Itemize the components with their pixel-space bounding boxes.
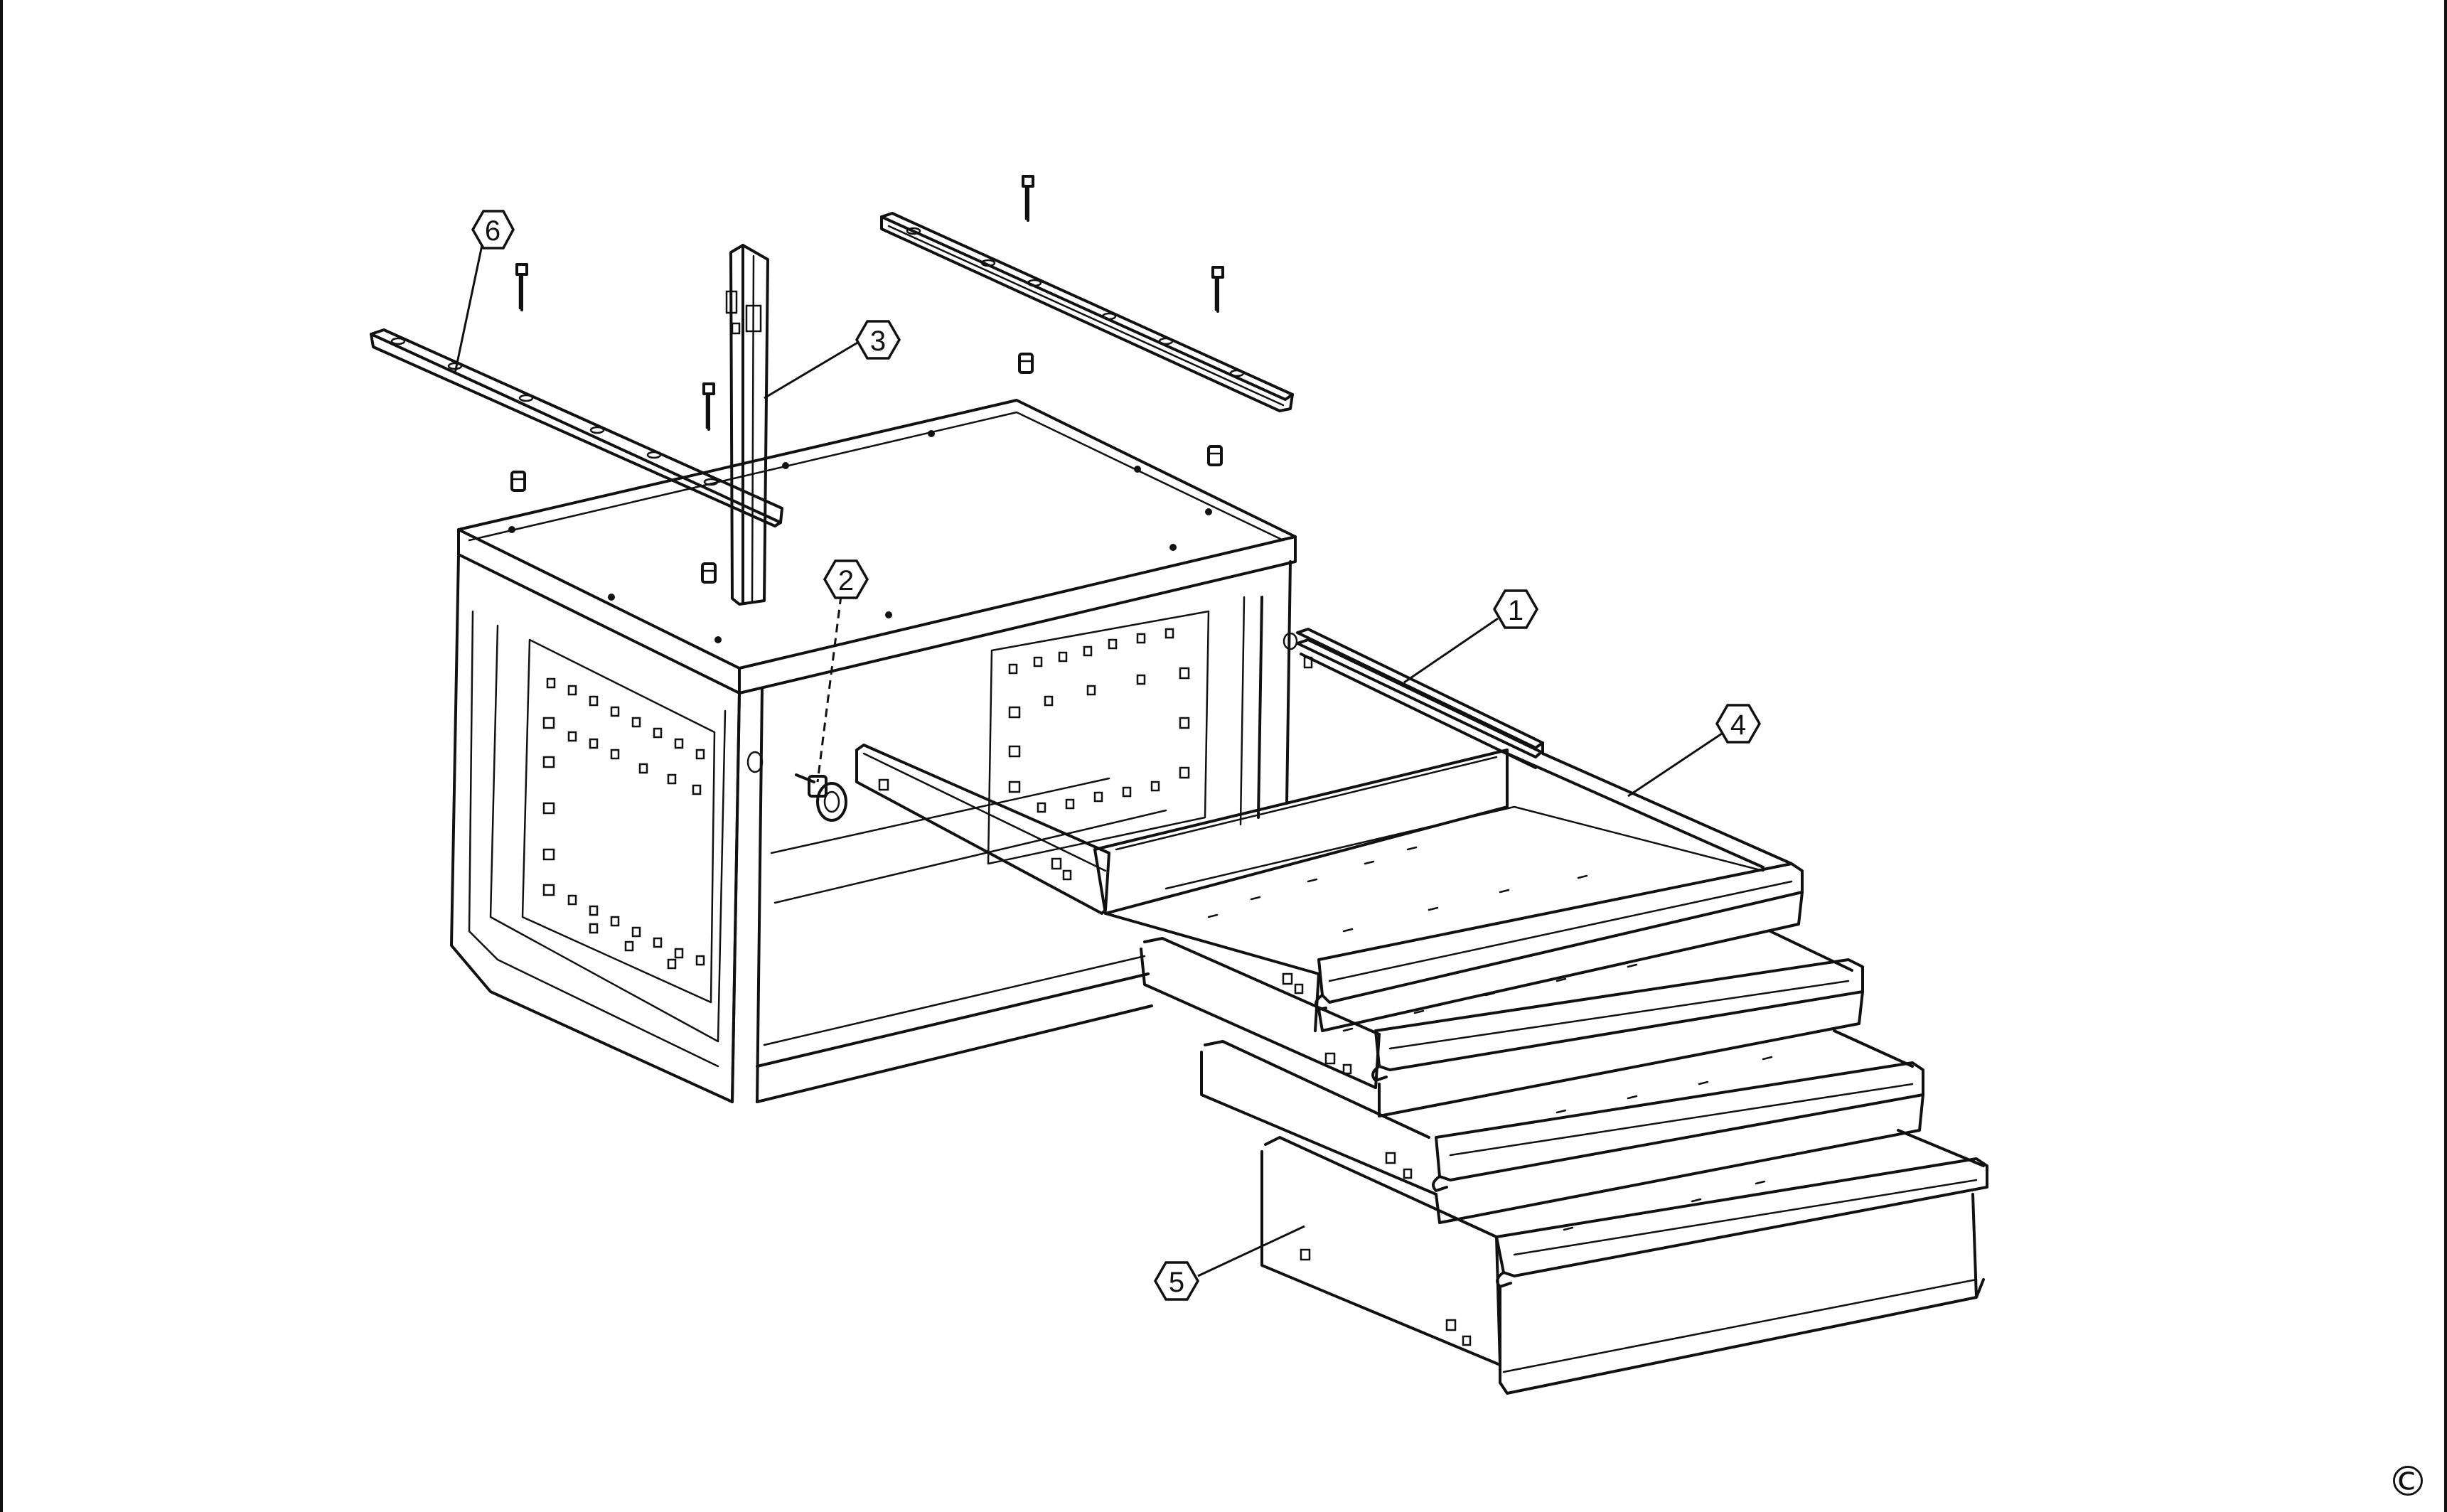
- callout-2: 2: [823, 559, 869, 599]
- top-rail-right: [880, 212, 1294, 412]
- callout-4: 4: [1715, 704, 1762, 744]
- drawer-second: [1140, 930, 1864, 1117]
- nut: [1018, 353, 1034, 374]
- drawer-top: [855, 741, 1804, 1032]
- copyright-mark: ©: [2387, 1457, 2429, 1506]
- vertical-post: [725, 244, 769, 606]
- screw: [1022, 175, 1034, 222]
- callout-1-label: 1: [1508, 595, 1524, 626]
- callout-6: 6: [471, 210, 515, 250]
- callout-6-label: 6: [485, 215, 500, 247]
- callout-1: 1: [1492, 589, 1539, 629]
- callout-5-label: 5: [1169, 1267, 1184, 1298]
- callout-2-label: 2: [838, 565, 854, 596]
- screws-and-nuts: [510, 175, 1224, 584]
- top-rail-left: [370, 328, 783, 527]
- screw: [702, 382, 715, 431]
- nut: [1207, 445, 1223, 466]
- callout-4-label: 4: [1730, 709, 1746, 741]
- callout-3: 3: [855, 320, 901, 360]
- top-face-holes: [508, 430, 1212, 643]
- callout-3-label: 3: [870, 326, 886, 357]
- back-panel-perforations: [1008, 628, 1190, 813]
- lock-assembly: [795, 773, 847, 822]
- leader-lines: [454, 245, 1725, 1277]
- drawer-bottom: [1260, 1129, 1988, 1395]
- nut: [701, 562, 717, 584]
- callout-5: 5: [1153, 1261, 1200, 1301]
- nut: [510, 471, 526, 492]
- screw: [515, 263, 528, 311]
- screw: [1211, 266, 1224, 313]
- cabinet-body: [450, 399, 1297, 1103]
- left-panel-perforations: [542, 677, 705, 970]
- drawer-slide: [1283, 628, 1544, 769]
